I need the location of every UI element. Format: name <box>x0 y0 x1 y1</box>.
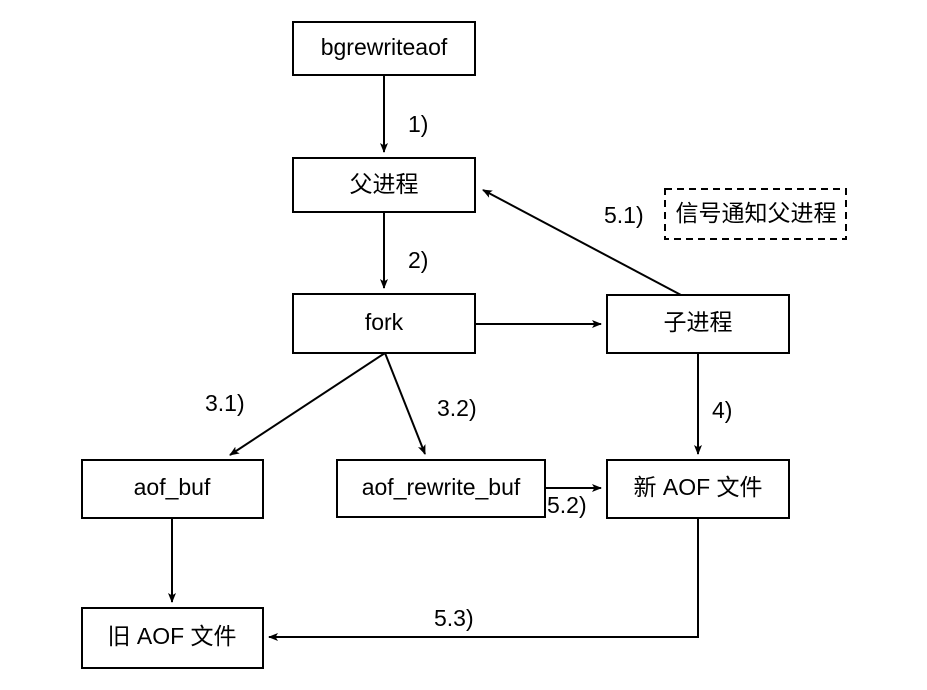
node-parent-process[interactable]: 父进程 <box>292 157 476 213</box>
edge-fork-to-aof-buf: 3.1) <box>205 352 386 456</box>
node-label-child-process: 子进程 <box>664 309 733 335</box>
node-box-aof-rewrite-buf[interactable] <box>336 459 546 518</box>
node-box-signal-note[interactable] <box>664 188 847 240</box>
node-label-signal-note: 信号通知父进程 <box>676 200 837 226</box>
edge-parent-to-fork: 2) <box>380 212 428 289</box>
edge-fork-to-aof-rewrite-buf: 3.2) <box>384 352 477 455</box>
node-old-aof-file[interactable]: 旧 AOF 文件 <box>81 607 264 669</box>
edge-label-5-2: 5.2) <box>547 492 587 518</box>
node-label-new-aof-file: 新 AOF 文件 <box>633 474 762 500</box>
node-signal-note[interactable]: 信号通知父进程 <box>664 188 847 240</box>
node-label-bgrewriteaof: bgrewriteaof <box>321 34 448 60</box>
node-box-parent-process[interactable] <box>292 157 476 213</box>
edge-label-4: 4) <box>712 397 732 423</box>
node-fork[interactable]: fork <box>292 293 476 354</box>
node-aof-rewrite-buf[interactable]: aof_rewrite_buf <box>336 459 546 518</box>
node-label-fork: fork <box>365 309 404 335</box>
node-bgrewriteaof[interactable]: bgrewriteaof <box>292 21 476 76</box>
node-aof-buf[interactable]: aof_buf <box>81 459 264 519</box>
edge-label-2: 2) <box>408 247 428 273</box>
node-label-aof-rewrite-buf: aof_rewrite_buf <box>362 474 521 500</box>
edge-bgrewriteaof-to-parent: 1) <box>380 75 428 153</box>
edge-child-to-new-aof: 4) <box>694 353 732 455</box>
node-child-process[interactable]: 子进程 <box>606 294 790 354</box>
node-label-parent-process: 父进程 <box>350 171 419 197</box>
node-label-aof-buf: aof_buf <box>134 474 211 500</box>
node-box-old-aof-file[interactable] <box>81 607 264 669</box>
edge-label-5-1: 5.1) <box>604 202 644 228</box>
edge-new-aof-to-old-aof: 5.3) <box>268 518 699 641</box>
edge-child-to-parent-signal: 5.1) <box>482 189 682 296</box>
node-label-old-aof-file: 旧 AOF 文件 <box>107 623 236 649</box>
edge-label-1: 1) <box>408 111 428 137</box>
node-box-fork[interactable] <box>292 293 476 354</box>
node-new-aof-file[interactable]: 新 AOF 文件 <box>606 459 790 519</box>
node-box-aof-buf[interactable] <box>81 459 264 519</box>
edge-label-5-3: 5.3) <box>434 605 474 631</box>
node-box-new-aof-file[interactable] <box>606 459 790 519</box>
edge-aof-rewrite-buf-to-new-aof: 5.2) <box>545 484 602 518</box>
node-box-child-process[interactable] <box>606 294 790 354</box>
edge-label-3-2: 3.2) <box>437 395 477 421</box>
node-box-bgrewriteaof[interactable] <box>292 21 476 76</box>
edge-label-3-1: 3.1) <box>205 390 245 416</box>
